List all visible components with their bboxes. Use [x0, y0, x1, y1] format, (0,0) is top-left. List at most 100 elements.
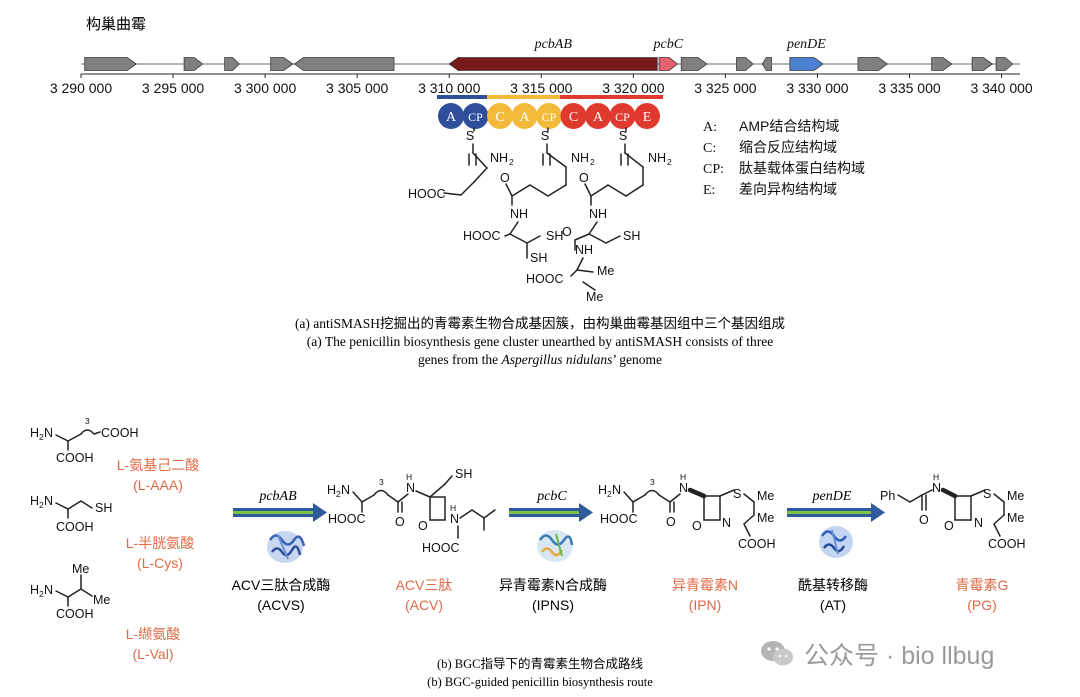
domain-label: CP	[468, 110, 483, 124]
product-pg-abbr: (PG)	[967, 597, 997, 613]
svg-text:O: O	[692, 519, 702, 533]
axis-tick-label: 3 300 000	[234, 80, 296, 96]
enzyme-at-abbr: (AT)	[820, 597, 846, 613]
watermark: 公众号 · bio llbug	[760, 632, 1060, 676]
caption-a: (a) antiSMASH挖掘出的青霉素生物合成基因簇，由构巢曲霉基因组中三个基…	[295, 315, 785, 367]
svg-text:HOOC: HOOC	[526, 272, 564, 286]
svg-text:2: 2	[336, 489, 341, 499]
legend-key: E:	[703, 183, 715, 198]
svg-text:HOOC: HOOC	[600, 512, 638, 526]
svg-text:Me: Me	[72, 562, 89, 576]
domain-c	[487, 103, 513, 129]
substrate-val-abbr: (L-Val)	[133, 646, 174, 662]
svg-text:COOH: COOH	[101, 426, 139, 440]
enzyme-ipns-image	[537, 530, 574, 562]
svg-text:COOH: COOH	[56, 520, 94, 534]
svg-text:N: N	[44, 494, 53, 508]
gene-arrow	[931, 57, 953, 71]
axis-tick-label: 3 330 000	[786, 80, 848, 96]
gene-arrow	[270, 57, 294, 71]
domain-cp	[609, 103, 636, 129]
svg-text:S: S	[983, 487, 991, 501]
svg-text:SH: SH	[455, 467, 472, 481]
product-ipn-name: 异青霉素N	[672, 577, 738, 593]
svg-text:H: H	[30, 426, 39, 440]
svg-text:HOOC: HOOC	[422, 541, 460, 555]
gene-label-penDE: penDE	[786, 37, 826, 52]
step-3-gene: penDE	[812, 489, 852, 504]
svg-text:SH: SH	[623, 229, 640, 243]
svg-text:HOOC: HOOC	[328, 512, 366, 526]
svg-text:2: 2	[590, 157, 595, 167]
svg-text:2: 2	[39, 589, 44, 599]
product-acv-abbr: (ACV)	[405, 597, 443, 613]
svg-text:2: 2	[509, 157, 514, 167]
svg-text:HOOC: HOOC	[463, 229, 501, 243]
legend-key: CP:	[703, 162, 724, 177]
domain-e	[634, 103, 660, 129]
substrate-cys-name: L-半胱氨酸	[126, 535, 194, 551]
product-acv-name: ACV三肽	[396, 577, 453, 593]
svg-text:HOOC: HOOC	[408, 187, 446, 201]
substrate-aaa-name: L-氨基己二酸	[117, 457, 199, 473]
caption-a-line2: (a) The penicillin biosynthesis gene clu…	[307, 334, 774, 349]
svg-text:O: O	[500, 171, 510, 185]
legend-text: 缩合反应结构域	[739, 139, 837, 155]
svg-text:NH: NH	[648, 151, 666, 165]
svg-text:S: S	[733, 487, 741, 501]
enzyme-ipns-abbr: (IPNS)	[532, 597, 574, 613]
organism-label: 构巢曲霉	[86, 16, 146, 33]
enzyme-acvs-image	[267, 531, 306, 563]
svg-text:N: N	[406, 481, 415, 495]
svg-text:N: N	[974, 516, 983, 530]
domain-label: C	[569, 110, 578, 125]
substrate-val-name: L-缬氨酸	[126, 626, 180, 642]
svg-text:H: H	[680, 472, 686, 482]
domain-cp	[462, 103, 489, 129]
svg-text:NH: NH	[490, 151, 508, 165]
axis-tick-label: 3 340 000	[970, 80, 1032, 96]
svg-text:3: 3	[85, 416, 90, 426]
svg-text:Me: Me	[1007, 489, 1024, 503]
svg-text:3: 3	[379, 477, 384, 487]
svg-text:SH: SH	[546, 229, 563, 243]
gene-arrow	[183, 57, 204, 71]
svg-text:O: O	[919, 513, 929, 527]
domain-a	[585, 103, 611, 129]
svg-text:Ph: Ph	[880, 489, 895, 503]
gene-arrow	[736, 57, 754, 71]
caption-b-line1: (b) BGC指导下的青霉素生物合成路线	[437, 656, 643, 671]
svg-text:NH: NH	[510, 207, 528, 221]
axis-tick-label: 3 290 000	[50, 80, 112, 96]
svg-text:O: O	[395, 515, 405, 529]
gene-arrow	[224, 57, 240, 71]
svg-text:H: H	[327, 483, 336, 497]
watermark-text: 公众号 · bio llbug	[804, 642, 995, 670]
svg-text:Me: Me	[757, 511, 774, 525]
gene-arrow	[971, 57, 994, 71]
svg-text:Me: Me	[757, 489, 774, 503]
svg-text:NH: NH	[571, 151, 589, 165]
svg-text:COOH: COOH	[56, 451, 94, 465]
domain-a	[511, 103, 538, 129]
enzyme-at-image	[819, 526, 853, 558]
svg-text:NH: NH	[589, 207, 607, 221]
caption-a-line1: (a) antiSMASH挖掘出的青霉素生物合成基因簇，由构巢曲霉基因组中三个基…	[295, 315, 785, 331]
gene-pcbAB	[448, 57, 658, 71]
svg-text:H: H	[450, 503, 456, 513]
svg-text:COOH: COOH	[988, 537, 1026, 551]
axis-tick-label: 3 325 000	[694, 80, 756, 96]
axis-tick-label: 3 335 000	[878, 80, 940, 96]
svg-text:H: H	[30, 583, 39, 597]
svg-text:COOH: COOH	[56, 607, 94, 621]
domain-label: CP	[542, 110, 557, 124]
wechat-icon	[761, 641, 793, 666]
domain-cp	[536, 103, 562, 129]
svg-text:N: N	[44, 583, 53, 597]
